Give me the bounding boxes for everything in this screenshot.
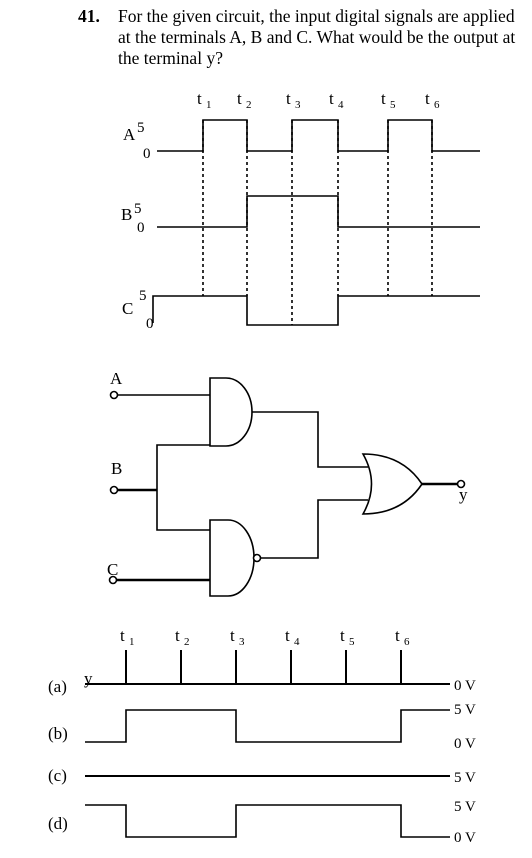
option-d-waveform	[85, 804, 450, 838]
question-number: 41.	[78, 6, 100, 26]
opt-time-t1: t	[120, 626, 125, 645]
option-a-label: (a)	[48, 677, 67, 696]
signal-a-waveform	[157, 119, 480, 152]
input-c-label: C	[107, 560, 118, 579]
opt-time-t5: t	[340, 626, 345, 645]
signal-b-low: 0	[137, 220, 145, 236]
input-c-terminal	[108, 575, 118, 585]
wire-b-split	[156, 444, 210, 531]
input-a-label: A	[110, 369, 123, 388]
time-label-t2: t	[237, 89, 242, 108]
nand-bubble	[252, 553, 262, 563]
input-b-terminal	[109, 485, 119, 495]
time-sub-5: 5	[390, 99, 396, 111]
time-sub-3: 3	[295, 99, 301, 111]
output-label: y	[459, 485, 468, 504]
signal-c-low: 0	[146, 316, 154, 332]
options: t 1 t 2 t 3 t 4 t 5 t 6 (a) y 0 V (b)	[48, 626, 476, 846]
option-c-label: (c)	[48, 766, 67, 785]
input-b-label: B	[111, 459, 122, 478]
option-a-y-label: y	[84, 669, 93, 688]
options-time-labels: t 1 t 2 t 3 t 4 t 5 t 6	[120, 626, 410, 648]
opt-time-t3: t	[230, 626, 235, 645]
signal-a-high: 5	[137, 120, 145, 136]
time-sub-1: 1	[206, 99, 212, 111]
time-label-t5: t	[381, 89, 386, 108]
wire-nand-out	[261, 499, 368, 559]
input-a-terminal	[109, 390, 119, 400]
signal-b-label: B	[121, 205, 132, 224]
option-b-label: (b)	[48, 724, 68, 743]
signal-a-low: 0	[143, 146, 151, 162]
option-d-label: (d)	[48, 814, 68, 833]
and-gate	[209, 377, 253, 447]
question-text: For the given circuit, the input digital…	[118, 6, 516, 68]
opt-time-sub-4: 4	[294, 636, 300, 648]
time-sub-4: 4	[338, 99, 344, 111]
time-labels: t 1 t 2 t 3 t 4 t 5 t 6	[197, 89, 440, 111]
nand-gate	[209, 519, 255, 597]
option-b-high: 5 V	[454, 702, 476, 718]
or-gate	[361, 453, 423, 515]
time-label-t4: t	[329, 89, 334, 108]
opt-time-t4: t	[285, 626, 290, 645]
time-guides	[202, 120, 433, 325]
opt-time-t6: t	[395, 626, 400, 645]
option-d-high: 5 V	[454, 799, 476, 815]
logic-circuit: A B C y	[107, 369, 468, 597]
signal-c-waveform	[152, 295, 480, 326]
opt-time-t2: t	[175, 626, 180, 645]
opt-time-sub-1: 1	[129, 636, 135, 648]
option-a-waveform	[85, 650, 450, 685]
wire-and-out	[252, 411, 368, 468]
opt-time-sub-6: 6	[404, 636, 410, 648]
opt-time-sub-5: 5	[349, 636, 355, 648]
option-d-low: 0 V	[454, 830, 476, 846]
time-label-t1: t	[197, 89, 202, 108]
timing-diagram: t 1 t 2 t 3 t 4 t 5 t 6 A 5 0 B 5	[121, 89, 480, 332]
signal-b-high: 5	[134, 201, 142, 217]
time-label-t3: t	[286, 89, 291, 108]
time-label-t6: t	[425, 89, 430, 108]
option-b-waveform	[85, 709, 450, 743]
output-terminal	[456, 479, 466, 489]
opt-time-sub-2: 2	[184, 636, 190, 648]
signal-a-label: A	[123, 125, 136, 144]
option-a-level: 0 V	[454, 678, 476, 694]
option-c-level: 5 V	[454, 770, 476, 786]
time-sub-2: 2	[246, 99, 252, 111]
signal-b-waveform	[157, 195, 480, 228]
signal-c-high: 5	[139, 288, 147, 304]
signal-c-label: C	[122, 299, 133, 318]
opt-time-sub-3: 3	[239, 636, 245, 648]
option-b-low: 0 V	[454, 736, 476, 752]
time-sub-6: 6	[434, 99, 440, 111]
